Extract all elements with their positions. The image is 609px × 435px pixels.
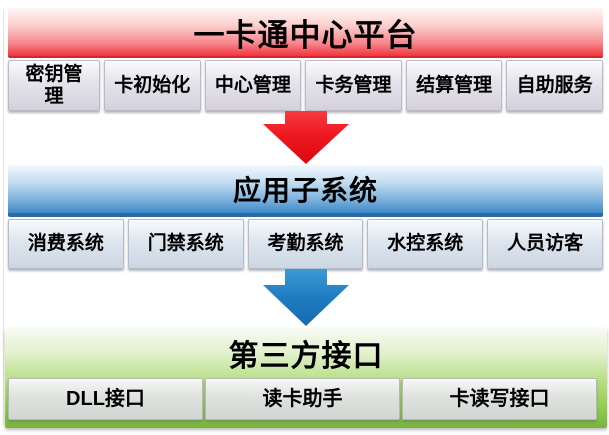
diagram-content: 一卡通中心平台 密钥管理 卡初始化 中心管理 卡务管理 结算管理 自助服务 (5, 8, 607, 428)
subsystem-water-control: 水控系统 (367, 219, 484, 269)
subsystem-label: 人员访客 (507, 233, 584, 255)
subsystem-access-control: 门禁系统 (127, 219, 244, 269)
subsystem-attendance: 考勤系统 (247, 219, 364, 269)
interface-label: 卡读写接口 (449, 387, 550, 410)
subsystems-banner: 应用子系统 (8, 165, 603, 217)
module-label: 自助服务 (516, 74, 593, 96)
subsystem-label: 水控系统 (387, 233, 464, 255)
module-settlement: 结算管理 (405, 60, 503, 111)
subsystem-consumption: 消费系统 (8, 219, 124, 269)
module-label: 中心管理 (214, 74, 291, 96)
third-party-title: 第三方接口 (228, 339, 384, 373)
interface-card-read-write: 卡读写接口 (402, 378, 597, 420)
module-card-affairs: 卡务管理 (305, 60, 402, 111)
third-party-panel: 第三方接口 DLL接口 读卡助手 卡读写接口 (5, 328, 607, 428)
module-label: 密钥管理 (25, 63, 83, 107)
interface-dll: DLL接口 (8, 378, 203, 420)
module-center-management: 中心管理 (204, 60, 302, 111)
blue-down-arrow-icon (262, 269, 349, 326)
arrow-zone-2 (8, 269, 603, 328)
interface-label: 读卡助手 (262, 387, 343, 410)
subsystems-row: 消费系统 门禁系统 考勤系统 水控系统 人员访客 (8, 219, 603, 269)
module-card-init: 卡初始化 (104, 60, 201, 111)
red-down-arrow-icon (262, 111, 349, 164)
module-label: 卡初始化 (114, 74, 191, 96)
platform-title: 一卡通中心平台 (193, 17, 418, 53)
third-party-row: DLL接口 读卡助手 卡读写接口 (8, 378, 597, 420)
interface-card-reader-helper: 读卡助手 (205, 378, 400, 420)
module-label: 结算管理 (416, 74, 493, 96)
module-label: 卡务管理 (315, 74, 392, 96)
subsystems-title: 应用子系统 (232, 175, 378, 206)
subsystem-label: 考勤系统 (267, 233, 344, 255)
interface-label: DLL接口 (66, 387, 145, 410)
subsystem-visitor: 人员访客 (487, 219, 603, 269)
subsystem-label: 消费系统 (27, 233, 104, 255)
subsystem-label: 门禁系统 (147, 233, 224, 255)
platform-banner: 一卡通中心平台 (8, 8, 603, 58)
module-self-service: 自助服务 (506, 60, 603, 111)
third-party-banner: 第三方接口 (5, 328, 607, 377)
platform-module-row: 密钥管理 卡初始化 中心管理 卡务管理 结算管理 自助服务 (8, 60, 603, 111)
arrow-zone-1 (8, 111, 603, 165)
module-key-management: 密钥管理 (8, 60, 100, 111)
